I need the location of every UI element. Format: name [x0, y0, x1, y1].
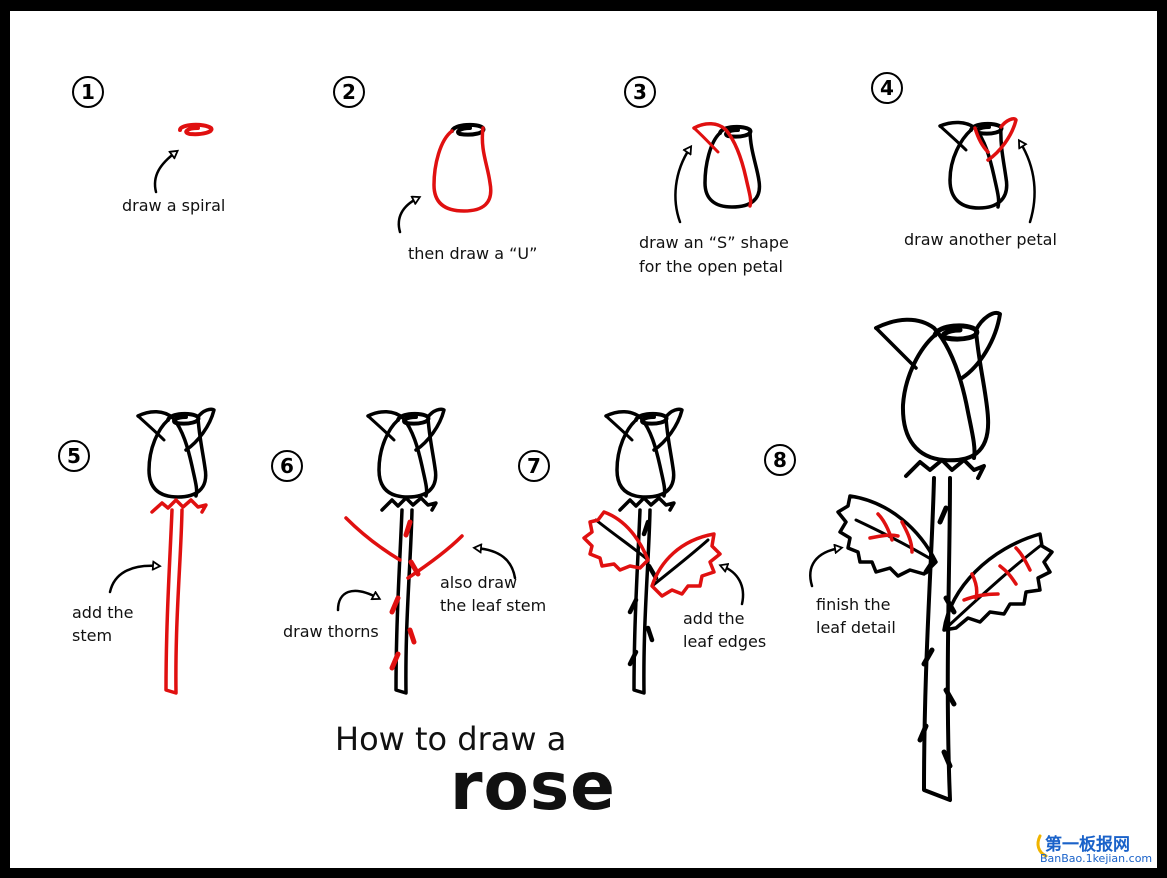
step8-leaf-left: [836, 494, 938, 578]
watermark-logo: [1036, 834, 1048, 858]
step2-drawing: [397, 122, 493, 234]
step6-thorns: [389, 519, 421, 671]
step5-sepals: [150, 498, 208, 514]
step2-u-shape: [432, 126, 493, 213]
step-number-5: 5: [58, 440, 90, 472]
step5-caption-line2: stem: [72, 626, 113, 645]
step1-spiral: [178, 122, 214, 137]
step8-leaf-veins: [868, 512, 1032, 602]
step3-s-shape: [692, 122, 753, 208]
step3-drawing: [674, 122, 762, 224]
step6-caption-thorns: draw thorns: [283, 622, 379, 641]
step7-caption-line2: leaf edges: [683, 632, 767, 651]
step3-arrow: [674, 148, 690, 224]
step8-leaf-right: [942, 532, 1054, 632]
step4-new-petal: [973, 117, 1018, 162]
step5-drawing: [108, 407, 216, 695]
step-number-1: 1: [72, 76, 104, 108]
step7-leaf-edge-left: [582, 510, 650, 572]
step8-caption-line1: finish the: [816, 595, 891, 614]
step8-drawing: [809, 311, 1054, 802]
step7-drawing: [582, 407, 745, 695]
step3-caption-line2: for the open petal: [639, 257, 783, 276]
watermark-line1: 第一板报网: [1045, 835, 1130, 855]
step8-caption-line2: leaf detail: [816, 618, 896, 637]
watermark: 第一板报网 BanBao.1kejian.com: [1037, 830, 1157, 870]
step6-arrow-right: [476, 548, 517, 580]
step6-caption-leafstem-line1: also draw: [440, 573, 518, 592]
step1-caption: draw a spiral: [122, 196, 226, 215]
step6-caption-leafstem-line2: the leaf stem: [440, 596, 547, 615]
step-number-4: 4: [871, 72, 903, 104]
step1-drawing: [153, 122, 214, 194]
step4-caption: draw another petal: [904, 230, 1057, 249]
step-number-8: 8: [764, 444, 796, 476]
step6-drawing: [336, 407, 517, 695]
step6-leaf-stem-right: [406, 534, 464, 580]
step7-arrow: [722, 566, 745, 606]
step2-arrow: [397, 198, 418, 234]
step4-arrow: [1020, 142, 1036, 224]
step5-stem: [164, 508, 184, 695]
step2-spiral: [450, 122, 486, 137]
step5-caption-line1: add the: [72, 603, 134, 622]
step-number-2: 2: [333, 76, 365, 108]
step3-caption-line1: draw an “S” shape: [639, 233, 789, 252]
step-number-7: 7: [518, 450, 550, 482]
step2-caption: then draw a “U”: [408, 244, 538, 263]
step-number-3: 3: [624, 76, 656, 108]
step6-leaf-stem-left: [344, 516, 402, 562]
title-line1: How to draw a: [335, 720, 567, 758]
step4-drawing: [938, 117, 1036, 224]
title-line2: rose: [450, 748, 616, 825]
step7-caption-line1: add the: [683, 609, 745, 628]
step6-arrow-left: [336, 589, 378, 612]
watermark-line2: BanBao.1kejian.com: [1040, 852, 1153, 865]
step8-arrow: [809, 548, 840, 588]
step1-arrow: [153, 152, 176, 194]
step-number-6: 6: [271, 450, 303, 482]
step5-arrow: [108, 566, 158, 594]
step7-leaf-edge-right: [650, 532, 722, 598]
